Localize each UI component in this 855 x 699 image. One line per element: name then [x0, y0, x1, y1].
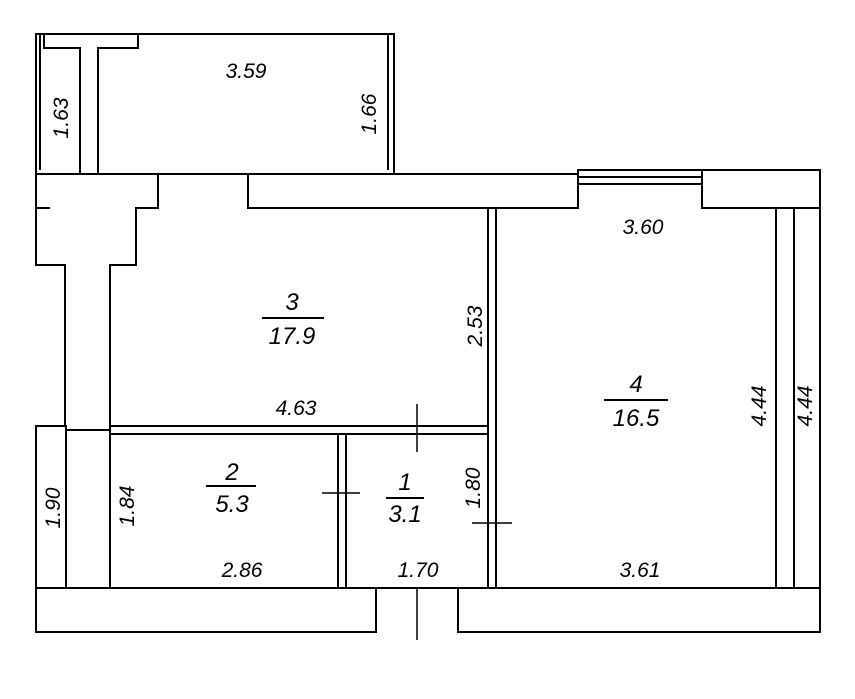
dim-room3-width: 4.63 [276, 397, 317, 420]
top-wall-room3 [247, 173, 579, 209]
room-3-number: 3 [285, 289, 299, 316]
dim-balcony-right-depth: 1.66 [358, 93, 381, 134]
bottom-wall [35, 587, 821, 633]
partition-3-12 [109, 425, 489, 435]
room-1-area: 3.1 [388, 501, 421, 528]
right-wall-inner [775, 207, 795, 589]
room-2-number: 2 [224, 459, 238, 486]
window [577, 169, 703, 185]
dim-balcony-left-depth: 1.63 [50, 97, 73, 138]
left-wall-upper [35, 173, 159, 431]
balcony [35, 33, 395, 175]
right-wall-outer [793, 207, 821, 589]
room-4-number: 4 [629, 371, 642, 398]
dim-room1-width: 1.70 [398, 559, 439, 582]
room-2-area: 5.3 [215, 491, 249, 518]
top-wall-room4 [701, 169, 821, 209]
room-1-number: 1 [398, 469, 411, 496]
dim-room4-inner-height: 4.44 [748, 386, 771, 427]
room-label-1: 1 3.1 [386, 469, 424, 528]
dim-room2-width: 2.86 [221, 559, 263, 582]
dim-room2-height: 1.84 [116, 486, 139, 527]
partition-3-4 [487, 207, 497, 589]
left-wall-lower-inner [65, 429, 111, 589]
room-3-area: 17.9 [269, 323, 316, 350]
partition-2-1 [337, 433, 347, 589]
dim-room3-height: 2.53 [464, 305, 487, 347]
room-4-area: 16.5 [613, 405, 660, 432]
dim-room1-height: 1.80 [462, 467, 485, 508]
dim-room4-top-width: 3.60 [623, 216, 664, 239]
dim-room4-outer-height: 4.44 [794, 386, 817, 427]
room-label-4: 4 16.5 [604, 371, 668, 432]
room-label-2: 2 5.3 [206, 459, 256, 518]
dim-room4-bottom-width: 3.61 [620, 559, 661, 582]
dim-left-lower-height: 1.90 [42, 487, 65, 528]
room-label-3: 3 17.9 [262, 289, 324, 350]
dim-balcony-width: 3.59 [226, 60, 267, 83]
balcony-outline [35, 33, 395, 175]
